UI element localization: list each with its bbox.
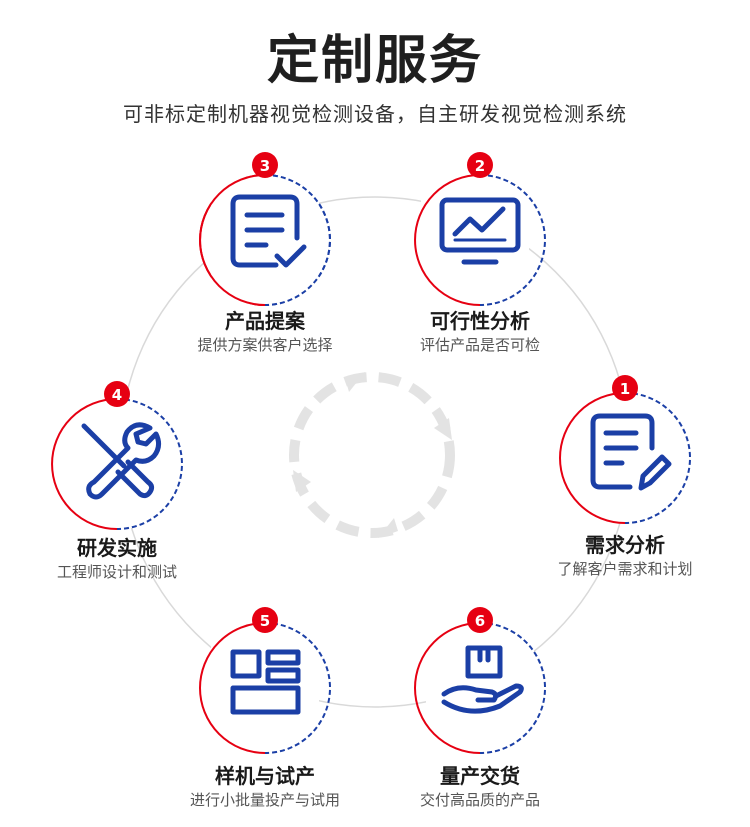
step-badge-num: 1 [620, 380, 630, 398]
connector-ring [119, 196, 631, 708]
step-badge-num: 3 [260, 157, 270, 175]
document-check-icon [230, 194, 307, 268]
document-edit-icon [590, 413, 672, 491]
step-node-4: 4 [51, 381, 183, 530]
step-desc-1: 了解客户需求和计划 [557, 560, 693, 578]
cycle-arrows-icon [289, 372, 455, 538]
step-badge-4 [104, 381, 130, 407]
step-node-3: 3 [199, 152, 331, 306]
step-title-2: 可行性分析 [430, 309, 530, 333]
step-badge-3 [252, 152, 278, 178]
step-desc-6: 交付高品质的产品 [419, 791, 540, 809]
step-node-1: 1 [559, 375, 691, 524]
layout-blocks-icon [230, 649, 301, 715]
step-desc-5: 进行小批量投产与试用 [189, 791, 340, 809]
step-title-6: 量产交货 [440, 764, 520, 788]
step-badge-6 [467, 607, 493, 633]
step-badge-num: 5 [260, 612, 270, 630]
step-node-2: 2 [414, 152, 546, 306]
step-title-4: 研发实施 [77, 536, 157, 560]
step-badge-num: 4 [112, 386, 122, 404]
step-desc-3: 提供方案供客户选择 [197, 336, 333, 354]
step-desc-2: 评估产品是否可检 [419, 336, 540, 354]
hand-box-icon [441, 645, 524, 714]
step-badge-2 [467, 152, 493, 178]
step-badge-1 [612, 375, 638, 401]
step-title-1: 需求分析 [585, 533, 665, 557]
page-title: 定制服务 [266, 31, 483, 91]
step-node-5: 5 [199, 607, 331, 754]
step-node-6: 6 [414, 607, 546, 754]
wrench-screwdriver-icon [81, 422, 162, 500]
step-desc-4: 工程师设计和测试 [56, 563, 177, 581]
step-title-5: 样机与试产 [215, 764, 315, 788]
step-badge-num: 2 [475, 157, 485, 175]
step-badge-num: 6 [475, 612, 485, 630]
step-badge-5 [252, 607, 278, 633]
page-subtitle: 可非标定制机器视觉检测设备，自主研发视觉检测系统 [123, 102, 627, 126]
step-title-3: 产品提案 [225, 309, 305, 333]
monitor-chart-icon [439, 197, 521, 265]
